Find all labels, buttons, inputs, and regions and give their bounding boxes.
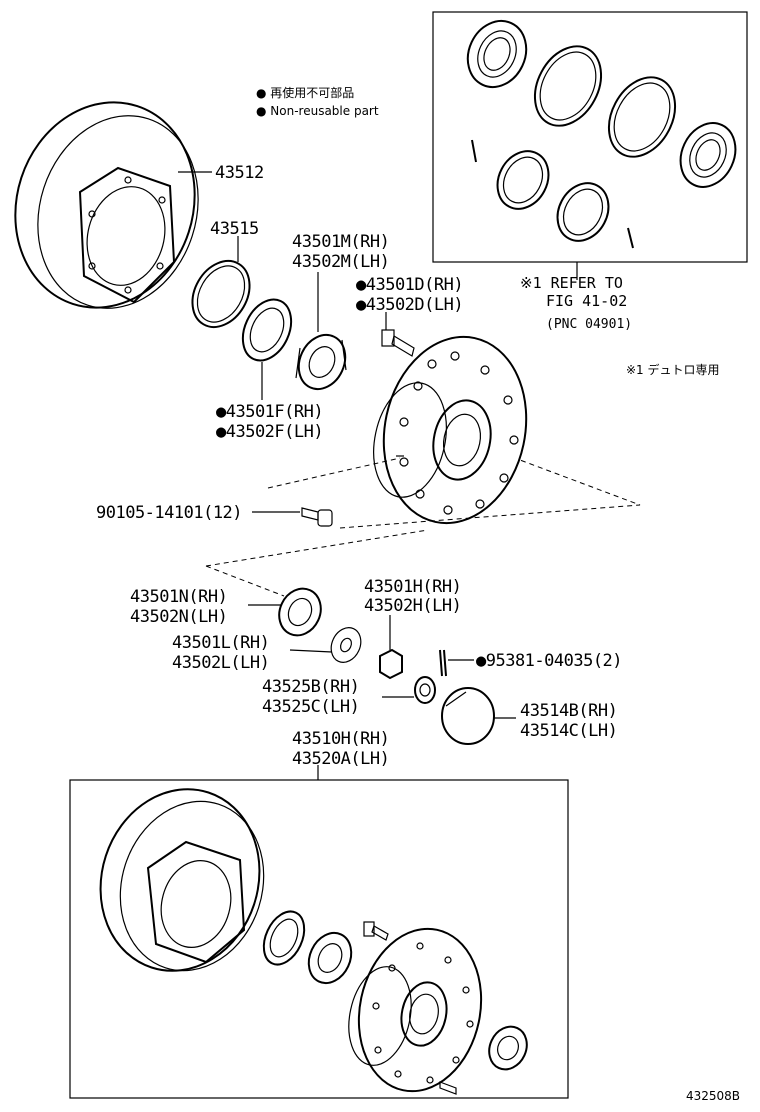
label-lock-cap-rh: 43525B(RH) (262, 677, 359, 697)
refer-line1: ※1 REFER TO (520, 274, 623, 292)
washer-43501L (289, 627, 362, 663)
label-nut-lh: 43502H(LH) (364, 596, 461, 616)
oil-seal-43501F (241, 298, 293, 400)
label-cup-outer-rh: ●43501D(RH) (356, 275, 463, 295)
label-cup-outer-lh: ●43502D(LH) (356, 295, 463, 315)
assembly-line-2 (205, 529, 429, 597)
legend-jp: ● 再使用不可部品 (256, 85, 354, 100)
label-grease-cap-lh: 43514C(LH) (520, 721, 617, 741)
label-bearing-inner-lh: 43502N(LH) (130, 607, 227, 627)
nut-43501H (379, 615, 403, 680)
label-cotter-pin: ●95381-04035(2) (476, 651, 622, 671)
kit-ring-3 (496, 150, 550, 210)
refer-line3: (PNC 04901) (546, 317, 632, 332)
grease-cap-43514 (441, 687, 516, 745)
label-bolt: 90105-14101(12) (96, 503, 242, 523)
kit-seal-2 (679, 122, 737, 188)
brake-disc-top (14, 101, 212, 309)
assembly-line-1 (267, 457, 641, 529)
label-seal: 43515 (210, 219, 259, 239)
label-disc: 43512 (215, 163, 264, 183)
label-washer-lh: 43502L(LH) (172, 653, 269, 673)
kit-ring-4 (556, 182, 610, 242)
refer-line2: FIG 41-02 (546, 292, 627, 310)
label-washer-rh: 43501L(RH) (172, 633, 269, 653)
labels: ● 再使用不可部品 ● Non-reusable part 43512 4351… (96, 85, 740, 1103)
label-nut-rh: 43501H(RH) (364, 577, 461, 597)
label-bearing-inner-rh: 43501N(RH) (130, 587, 227, 607)
lock-cap-43525 (382, 676, 436, 704)
legend-en: ● Non-reusable part (256, 104, 379, 118)
label-oil-seal-lh: ●43502F(LH) (216, 422, 323, 442)
figure-id: 432508B (686, 1089, 740, 1103)
label-oil-seal-rh: ●43501F(RH) (216, 402, 323, 422)
kit-ring-1 (533, 45, 603, 127)
label-bearing-outer-lh: 43502M(LH) (292, 252, 389, 272)
kit-seal-1 (466, 19, 528, 89)
bearing-43501N (248, 587, 322, 637)
label-hub-assy-lh: 43520A(LH) (292, 749, 389, 769)
seal-43515 (191, 236, 251, 328)
hub-bolt-90105 (252, 507, 333, 527)
hub-stud (381, 312, 415, 357)
hub-assembly-box (69, 765, 569, 1099)
kit-ring-2 (607, 76, 677, 158)
kit-pin-2 (627, 227, 634, 249)
label-hub-assy-rh: 43510H(RH) (292, 729, 389, 749)
kit-pin-1 (471, 139, 477, 163)
cotter-pin (439, 649, 474, 677)
label-lock-cap-lh: 43525C(LH) (262, 697, 359, 717)
refer-note: ※1 デュトロ専用 (626, 362, 720, 377)
label-bearing-outer-rh: 43501M(RH) (292, 232, 389, 252)
label-grease-cap-rh: 43514B(RH) (520, 701, 617, 721)
kit-inset (432, 11, 748, 280)
bearing-43501M (295, 272, 347, 391)
hub-top (373, 335, 528, 525)
